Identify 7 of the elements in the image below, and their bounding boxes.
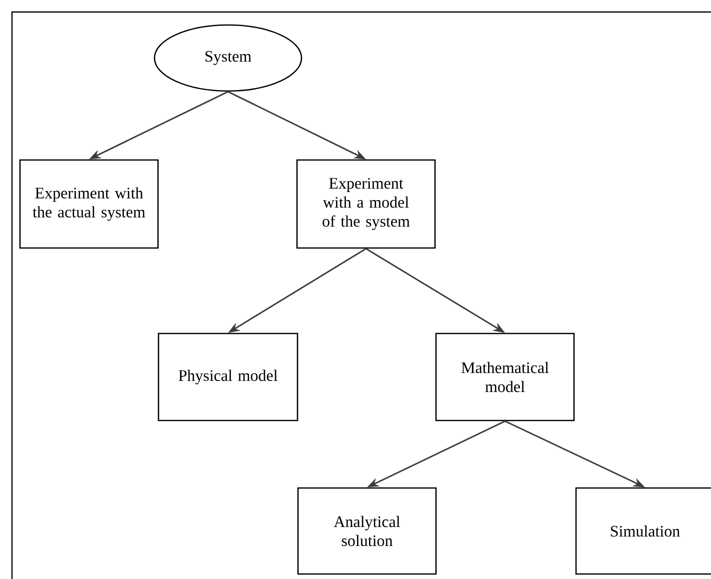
process-box: Analytical solution <box>297 487 437 575</box>
process-box: Experiment with the actual system <box>19 159 159 249</box>
process-box: Mathematical model <box>435 332 575 422</box>
process-box: Simulation <box>575 487 711 575</box>
process-box: Experiment with a model of the system <box>296 159 436 249</box>
ellipse-node: System <box>154 24 302 92</box>
process-box: Physical model <box>158 332 298 422</box>
